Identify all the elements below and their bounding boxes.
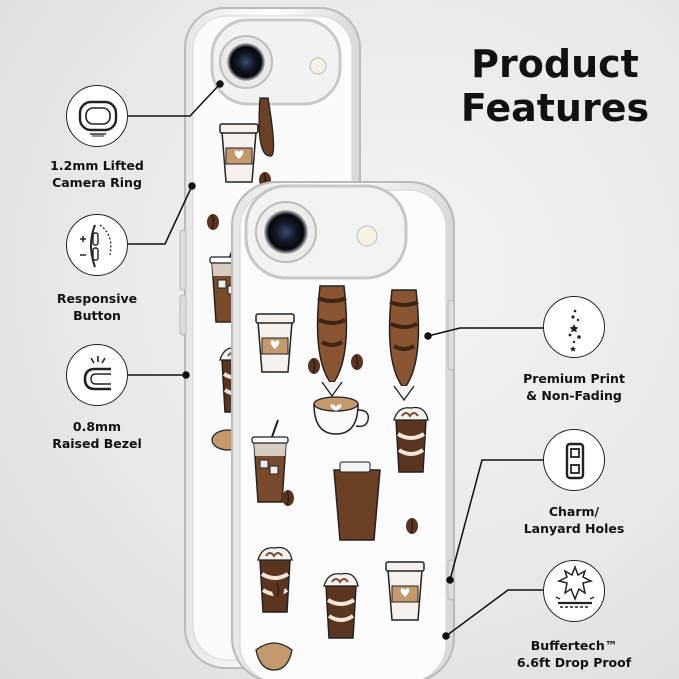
feature-drop-label: Buffertech™ 6.6ft Drop Proof xyxy=(516,638,632,670)
feature-bezel-label: 0.8mm Raised Bezel xyxy=(52,419,142,451)
title-line1: Product xyxy=(471,42,639,86)
feature-button-label: Responsive Button xyxy=(56,291,138,323)
side-button-icon xyxy=(66,214,128,276)
drop-impact-icon xyxy=(543,560,605,622)
lanyard-hole-icon xyxy=(543,429,605,491)
sparkle-print-icon xyxy=(543,296,605,358)
page-title: Product Features xyxy=(440,42,670,130)
title-line2: Features xyxy=(460,86,650,130)
feature-camera-ring-label: 1.2mm Lifted Camera Ring xyxy=(50,158,144,190)
raised-bezel-icon xyxy=(66,344,128,406)
leader-lines xyxy=(128,80,543,640)
front-phone-case xyxy=(231,181,455,679)
feature-lanyard-label: Charm/ Lanyard Holes xyxy=(523,504,625,536)
camera-ring-icon xyxy=(66,85,128,147)
feature-print-label: Premium Print & Non-Fading xyxy=(523,371,625,403)
